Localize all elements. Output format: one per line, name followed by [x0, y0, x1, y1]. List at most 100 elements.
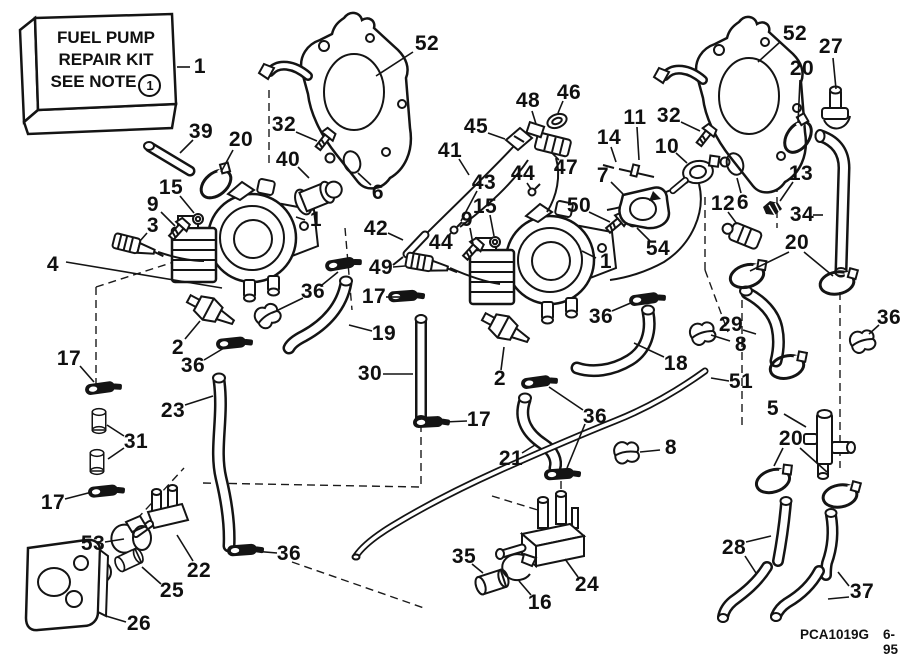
leader-line — [636, 126, 640, 161]
hose-28-upper — [772, 496, 793, 567]
callout-24: 24 — [574, 573, 600, 596]
clamp-20 — [816, 265, 863, 299]
leader-line — [184, 320, 201, 340]
clamp-53 — [110, 514, 152, 554]
hose-21 — [516, 392, 563, 475]
retainer-7 — [618, 186, 671, 230]
hose-37-lower — [770, 565, 825, 622]
callout-17: 17 — [40, 491, 66, 514]
leader-line — [357, 172, 372, 186]
fitting-40 — [294, 180, 343, 216]
leader-lines — [64, 41, 880, 623]
leader-line — [742, 329, 757, 335]
fitting-49 — [404, 251, 460, 278]
kit-line-1: FUEL PUMP — [57, 28, 155, 47]
cables — [157, 145, 702, 285]
leader-line — [566, 423, 586, 469]
callout-8: 8 — [734, 333, 748, 356]
leader-line — [139, 232, 148, 242]
hose-18 — [570, 304, 656, 378]
leader-line — [489, 214, 495, 237]
leader-line — [680, 121, 701, 132]
cable-clip-44a — [527, 183, 541, 197]
leader-line — [588, 211, 611, 223]
leader-line — [295, 131, 318, 142]
leader-line — [348, 324, 373, 332]
leader-line — [500, 346, 505, 371]
clip-13 — [763, 201, 782, 216]
leader-line — [799, 447, 828, 473]
callout-18: 18 — [663, 352, 689, 375]
callout-46: 46 — [556, 81, 582, 104]
callout-53: 53 — [80, 532, 106, 555]
leader-line — [610, 181, 624, 195]
leader-line — [443, 420, 468, 423]
leader-line — [744, 555, 757, 574]
callout-51: 51 — [728, 370, 754, 393]
clamp-8 — [610, 438, 643, 468]
leader-line — [610, 146, 617, 163]
leader-line — [104, 538, 125, 543]
clamp-36 — [628, 290, 667, 307]
hose-51 — [351, 367, 709, 561]
hose-19 — [282, 275, 353, 355]
callout-14: 14 — [596, 126, 622, 149]
leader-line — [710, 377, 730, 382]
callout-9: 9 — [460, 208, 474, 231]
callout-6: 6 — [371, 181, 385, 204]
callout-32: 32 — [656, 104, 682, 127]
callout-36: 36 — [300, 280, 326, 303]
clamp-17 — [387, 289, 426, 303]
leader-line — [557, 100, 564, 114]
hose-34 — [814, 129, 851, 278]
callout-8: 8 — [664, 436, 678, 459]
leader-line — [252, 550, 278, 554]
leader-line — [220, 149, 234, 173]
leader-line — [779, 181, 794, 202]
leader-line — [639, 449, 661, 453]
callout-13: 13 — [788, 162, 814, 185]
leader-line — [141, 566, 162, 585]
callout-15: 15 — [158, 176, 184, 199]
hoses — [89, 129, 851, 623]
callout-1: 1 — [599, 250, 613, 273]
leader-line — [710, 334, 731, 342]
callout-20: 20 — [784, 231, 810, 254]
callout-34: 34 — [789, 203, 815, 226]
connector-12 — [721, 222, 763, 250]
check-valve-2-right — [477, 305, 535, 352]
callout-39: 39 — [188, 120, 214, 143]
callout-32: 32 — [271, 113, 297, 136]
part-48 — [525, 120, 546, 139]
leader-line — [636, 227, 651, 242]
leader-line — [295, 216, 306, 221]
leader-line — [176, 534, 194, 562]
callout-20: 20 — [789, 57, 815, 80]
callout-2: 2 — [493, 367, 507, 390]
clamp-8 — [688, 321, 717, 346]
callout-20: 20 — [778, 427, 804, 450]
clamp-wire — [251, 300, 285, 332]
callout-9: 9 — [146, 193, 160, 216]
leader-line — [469, 227, 474, 245]
callout-44: 44 — [428, 231, 454, 254]
callout-42: 42 — [363, 217, 389, 240]
grommet-46 — [546, 112, 568, 130]
leader-line — [446, 231, 453, 238]
check-valve-2-left — [182, 287, 240, 334]
callout-22: 22 — [186, 559, 212, 582]
callout-25: 25 — [159, 579, 185, 602]
leader-line — [106, 424, 125, 437]
tube-30 — [414, 314, 428, 425]
leader-line — [837, 571, 850, 587]
leader-line — [179, 139, 194, 154]
clamp-20 — [819, 478, 866, 512]
o-ring-6-right — [725, 152, 745, 176]
clamp-36 — [215, 335, 254, 351]
hose-37-upper — [820, 508, 839, 581]
callout-27: 27 — [818, 35, 844, 58]
leader-line — [458, 158, 470, 176]
clamp-17 — [84, 379, 123, 396]
leader-line — [797, 79, 801, 124]
